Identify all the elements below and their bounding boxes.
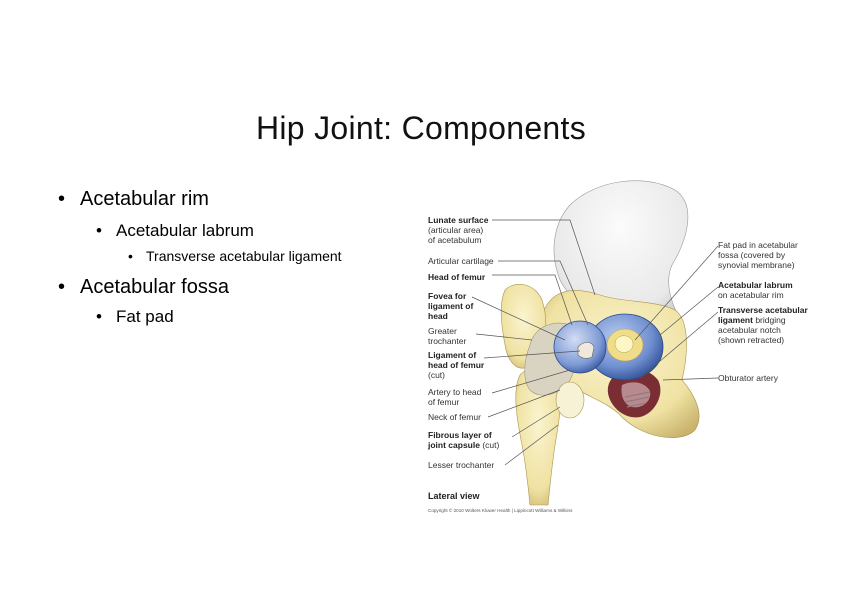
label-head-of-femur: Head of femur [428, 272, 486, 282]
label-lesser-trochanter: Lesser trochanter [428, 460, 494, 470]
bullet-transverse-acetabular-ligament: Transverse acetabular ligament [58, 248, 342, 264]
label-fovea: Fovea for [428, 291, 467, 301]
figure-caption: Lateral view [428, 491, 481, 501]
label-transverse-ligament-2: ligament bridging [718, 315, 786, 325]
figure-copyright: Copyright © 2010 Wolters Kluwer Health |… [428, 507, 573, 513]
bullet-fat-pad: Fat pad [58, 307, 174, 327]
ligament-of-head [577, 342, 595, 359]
bullet-acetabular-fossa: Acetabular fossa [58, 276, 229, 299]
label-artery-to-head: Artery to head [428, 387, 482, 397]
label-neck-of-femur: Neck of femur [428, 412, 481, 422]
label-greater-trochanter-2: trochanter [428, 336, 466, 346]
label-transverse-ligament-4: (shown retracted) [718, 335, 784, 345]
anatomy-figure: Lunate surface (articular area) of aceta… [427, 180, 808, 513]
label-fibrous-layer: Fibrous layer of [428, 430, 492, 440]
label-articular-cartilage: Articular cartilage [428, 256, 494, 266]
fat-pad [614, 335, 634, 353]
hip-joint-illustration: Lunate surface (articular area) of aceta… [420, 175, 820, 520]
label-ligament-of-head: Ligament of [428, 350, 476, 360]
label-ligament-of-head-3: (cut) [428, 370, 445, 380]
label-lunate-surface-2: (articular area) [428, 225, 483, 235]
label-acetabular-labrum: Acetabular labrum [718, 280, 793, 290]
label-lunate-surface-3: of acetabulum [428, 235, 481, 245]
label-transverse-ligament-3: acetabular notch [718, 325, 781, 335]
label-acetabular-labrum-2: on acetabular rim [718, 290, 784, 300]
label-fibrous-layer-2: joint capsule (cut) [427, 440, 499, 450]
label-greater-trochanter: Greater [428, 326, 457, 336]
bullet-acetabular-rim: Acetabular rim [58, 188, 209, 211]
label-lunate-surface: Lunate surface [428, 215, 489, 225]
label-fat-pad: Fat pad in acetabular [718, 240, 798, 250]
label-ligament-of-head-2: head of femur [428, 360, 485, 370]
label-obturator-artery: Obturator artery [718, 373, 779, 383]
label-transverse-ligament: Transverse acetabular [718, 305, 808, 315]
label-fovea-3: head [428, 311, 448, 321]
label-fovea-2: ligament of [428, 301, 474, 311]
slide-title: Hip Joint: Components [255, 110, 587, 146]
bullet-acetabular-labrum: Acetabular labrum [58, 221, 254, 241]
label-fat-pad-3: synovial membrane) [718, 260, 795, 270]
neck-bump [555, 381, 585, 419]
label-artery-to-head-2: of femur [428, 397, 459, 407]
label-fat-pad-2: fossa (covered by [718, 250, 786, 260]
